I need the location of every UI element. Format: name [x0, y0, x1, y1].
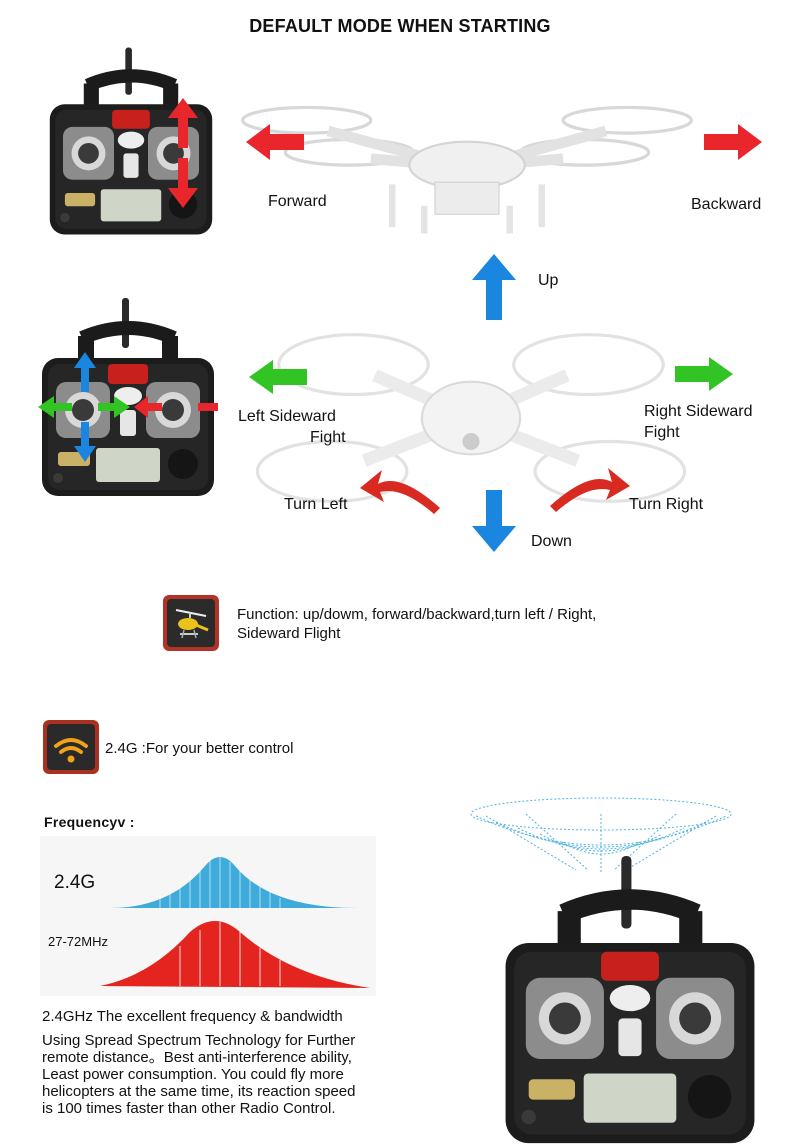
turn-left-arrow-icon [360, 470, 440, 514]
arrow-up-down-icon [168, 98, 198, 208]
turn-right-arrow-icon [550, 468, 630, 512]
up-label: Up [538, 272, 559, 289]
stick-arrows-icon [38, 352, 218, 462]
arrow-left-icon [246, 124, 304, 160]
frequency-heading: Frequencyv : [44, 814, 135, 830]
wave-27mhz-label: 27-72MHz [48, 934, 108, 949]
arrow-sideward-right-icon [675, 357, 733, 391]
function-text-line2: Sideward Flight [237, 625, 341, 642]
arrow-sideward-left-icon [249, 360, 307, 394]
arrow-up-icon [472, 254, 516, 320]
arrow-right-icon [704, 124, 762, 160]
drone-side-view [232, 88, 702, 238]
helicopter-icon [162, 594, 220, 652]
frequency-waves [100, 856, 370, 988]
turn-left-label: Turn Left [284, 496, 348, 513]
description-line: remote distance。Best anti-interference a… [42, 1049, 352, 1066]
wifi-icon [42, 719, 100, 775]
frequency-caption: 2.4GHz The excellent frequency & bandwid… [42, 1008, 343, 1025]
function-text-line1: Function: up/dowm, forward/backward,turn… [237, 606, 597, 623]
control-text: 2.4G :For your better control [105, 740, 294, 757]
right-sideward-label-2: Fight [644, 424, 680, 441]
remote-controller-forward [46, 42, 216, 242]
frequency-description: Using Spread Spectrum Technology for Fur… [42, 1032, 422, 1117]
description-line: helicopters at the same time, its reacti… [42, 1083, 356, 1100]
description-line: is 100 times faster than other Radio Con… [42, 1100, 336, 1117]
forward-label: Forward [268, 193, 327, 210]
wave-24g-label: 2.4G [54, 872, 96, 893]
backward-label: Backward [691, 196, 762, 213]
page-title: DEFAULT MODE WHEN STARTING [249, 16, 551, 36]
drone-top-view [236, 318, 706, 518]
arrow-down-icon [472, 490, 516, 552]
left-sideward-label-2: Fight [310, 429, 346, 446]
frequency-wave-panel: 2.4G 27-72MHz [40, 836, 376, 996]
right-sideward-label: Right Sideward [644, 403, 753, 420]
description-line: Least power consumption. You could fly m… [42, 1066, 344, 1083]
left-sideward-label: Left Sideward [238, 408, 336, 425]
turn-right-label: Turn Right [629, 496, 704, 513]
signal-waves-icon [470, 797, 732, 872]
remote-controller-mode1 [38, 298, 218, 498]
down-label: Down [531, 533, 572, 550]
description-line: Using Spread Spectrum Technology for Fur… [42, 1032, 356, 1049]
remote-controller-large [482, 856, 778, 1146]
